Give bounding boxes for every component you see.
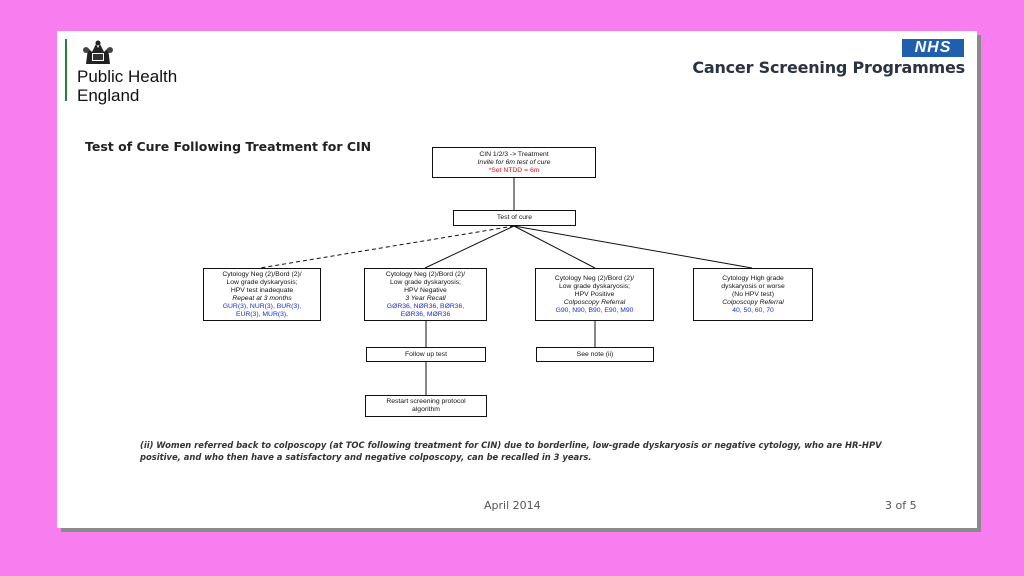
branch-1-line-1: Cytology Neg (2)/Bord (2)/ bbox=[222, 270, 302, 278]
see-note-label: See note (ii) bbox=[576, 350, 614, 358]
page-number: 3 of 5 bbox=[885, 499, 917, 512]
org-line-2: England bbox=[77, 86, 140, 105]
flowchart-connectors bbox=[259, 178, 753, 395]
treatment-line-3: *Set NTDD = 6m bbox=[488, 166, 540, 174]
branch-hpv-negative-box: Cytology Neg (2)/Bord (2)/ Low grade dys… bbox=[364, 268, 487, 321]
branch-2-line-3: HPV Negative bbox=[404, 286, 447, 294]
test-of-cure-label: Test of cure bbox=[496, 214, 533, 221]
org-line-1: Public Health bbox=[77, 67, 178, 86]
branch-hpv-positive-box: Cytology Neg (2)/Bord (2)/ Low grade dys… bbox=[535, 268, 654, 321]
programme-name: Cancer Screening Programmes bbox=[692, 58, 965, 77]
restart-line-2: algorithm bbox=[412, 406, 440, 413]
branch-2-line-6: EØR36, MØR36 bbox=[400, 310, 451, 318]
document-page: Public Health England NHS Cancer Screeni… bbox=[57, 31, 977, 528]
treatment-box: CIN 1/2/3 -> Treatment Invite for 6m tes… bbox=[432, 147, 596, 178]
branch-inadequate-box: Cytology Neg (2)/Bord (2)/ Low grade dys… bbox=[203, 268, 321, 321]
branch-4-line-4: Colposcopy Referral bbox=[722, 298, 784, 306]
follow-up-box: Follow up test bbox=[366, 347, 486, 362]
branch-3-line-3: HPV Positive bbox=[574, 290, 615, 298]
branch-4-line-3: (No HPV test) bbox=[732, 290, 774, 298]
branch-2-line-5: GØR36, NØR36, BØR36, bbox=[386, 302, 465, 310]
treatment-line-2: Invite for 6m test of cure bbox=[477, 158, 551, 166]
branch-1-line-4: Repeat at 3 months bbox=[232, 294, 292, 302]
branch-3-line-5: G90, N90, B90, E90, M90 bbox=[555, 306, 634, 314]
branch-4-line-5: 40, 50, 60, 70 bbox=[732, 306, 774, 314]
page-title: Test of Cure Following Treatment for CIN bbox=[85, 139, 372, 154]
branch-3-line-2: Low grade dyskaryosis; bbox=[558, 282, 631, 290]
nhs-logo: NHS bbox=[902, 39, 964, 57]
follow-up-label: Follow up test bbox=[405, 350, 447, 358]
restart-box: Restart screening protocol algorithm bbox=[365, 395, 487, 417]
restart-line-1: Restart screening protocol bbox=[386, 398, 466, 405]
test-of-cure-box: Test of cure bbox=[453, 210, 576, 226]
branch-2-line-2: Low grade dyskaryosis; bbox=[389, 278, 462, 286]
see-note-box: See note (ii) bbox=[536, 347, 654, 362]
branch-1-line-5: GUR(3), NUR(3), BUR(3), bbox=[222, 302, 302, 310]
branch-high-grade-box: Cytology High grade dyskaryosis or worse… bbox=[693, 268, 813, 321]
branch-1-line-6: EUR(3), MUR(3), bbox=[235, 310, 289, 318]
footer-date: April 2014 bbox=[484, 499, 541, 512]
royal-crest-icon bbox=[83, 40, 113, 64]
branch-4-line-2: dyskaryosis or worse bbox=[721, 282, 785, 290]
phe-logo-text: Public Health England bbox=[77, 67, 177, 105]
branch-4-line-1: Cytology High grade bbox=[722, 274, 784, 282]
footnote: (ii) Women referred back to colposcopy (… bbox=[140, 440, 882, 462]
branch-2-line-1: Cytology Neg (2)/Bord (2)/ bbox=[385, 270, 466, 278]
phe-logo-bar bbox=[65, 39, 67, 101]
branch-1-line-2: Low grade dyskaryosis; bbox=[226, 278, 298, 286]
treatment-line-1: CIN 1/2/3 -> Treatment bbox=[479, 150, 549, 158]
branch-2-line-4: 3 Year Recall bbox=[405, 294, 446, 302]
branch-3-line-1: Cytology Neg (2)/Bord (2)/ bbox=[554, 274, 635, 282]
branch-1-line-3: HPV test inadequate bbox=[230, 286, 294, 294]
branch-3-line-4: Colposcopy Referral bbox=[563, 298, 626, 306]
